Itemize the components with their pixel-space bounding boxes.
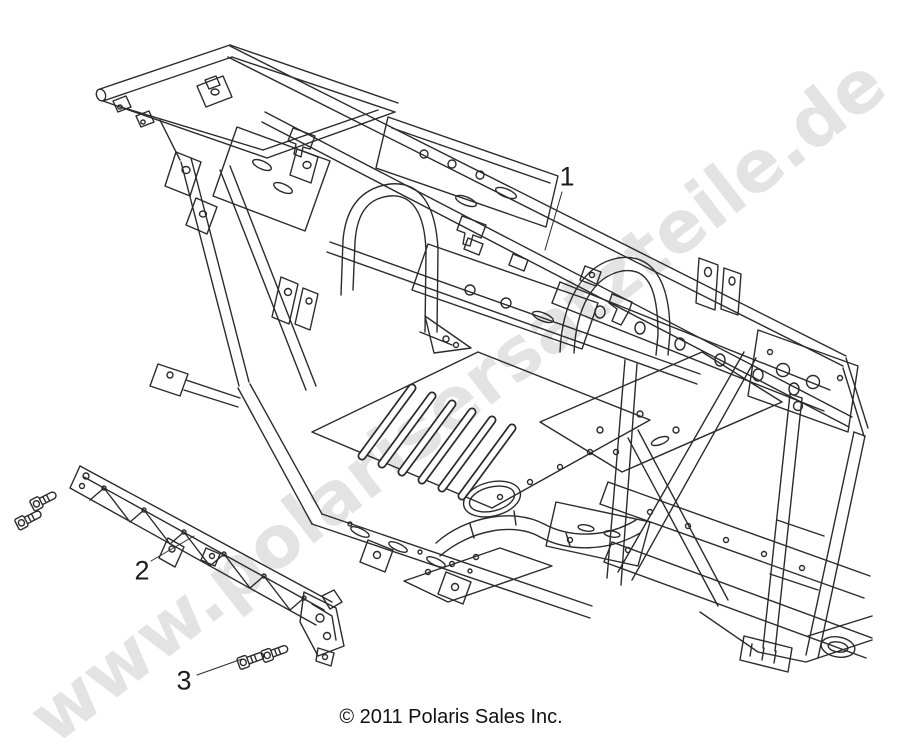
seat-support-plate <box>326 237 742 385</box>
copyright-text: © 2011 Polaris Sales Inc. <box>339 706 563 728</box>
front-arch-tube <box>340 183 472 354</box>
rear-perforated-channel <box>551 281 831 412</box>
rear-lower-frame <box>599 481 873 673</box>
front-left-brackets <box>149 126 331 408</box>
callout-leaders <box>150 191 563 676</box>
callout-1: 1 <box>559 161 575 192</box>
part2-truss-rail <box>69 465 345 667</box>
floor-opening-and-tube <box>435 480 651 567</box>
mounting-bolts <box>14 491 289 670</box>
rear-posts <box>606 351 866 659</box>
front-rack-section <box>95 44 399 161</box>
callout-3: 3 <box>176 665 192 696</box>
callout-2: 2 <box>134 555 150 586</box>
mid-arch-tube <box>559 256 671 356</box>
rear-upper-plate <box>747 329 859 433</box>
front-perforated-plate <box>375 116 559 228</box>
floor-pan <box>237 351 783 619</box>
footrest-ribs <box>357 383 517 501</box>
